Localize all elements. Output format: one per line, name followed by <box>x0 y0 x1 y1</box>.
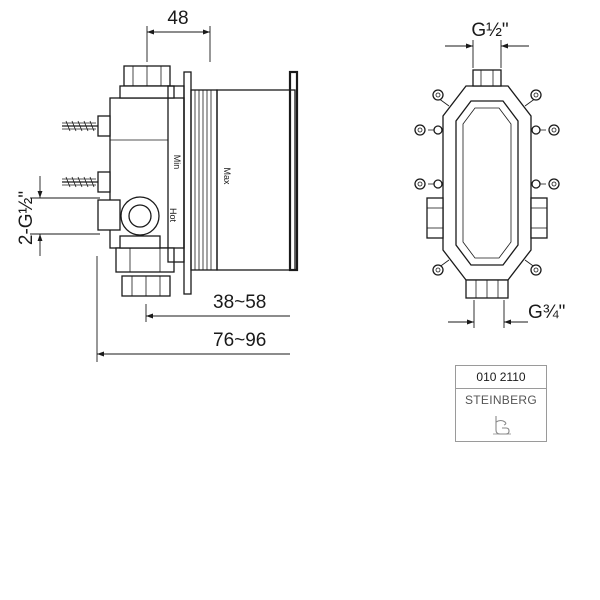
dim-depth-short: 38~58 <box>145 292 290 322</box>
lower-bracket <box>97 171 111 193</box>
inlet-fitting-inner <box>128 204 152 228</box>
dim-outlet-top-value: G½" <box>471 20 508 41</box>
upper-screw <box>62 120 98 132</box>
dim-outlet-bottom-value: G¾" <box>528 302 565 323</box>
top-collar <box>119 85 175 99</box>
wall-plate <box>183 71 192 295</box>
front-view: G½" G¾" <box>414 20 565 328</box>
mounting-tabs <box>428 97 546 269</box>
inlet-fitting-outer <box>120 196 160 236</box>
side-view: Min Max Hot 48 2-G½" 38~58 76~96 <box>16 8 299 362</box>
sleeve-threads <box>194 90 212 270</box>
left-side-fitting <box>426 197 444 239</box>
dim-depth-long: 76~96 <box>96 256 290 362</box>
label-min: Min <box>172 155 182 170</box>
right-side-fitting <box>530 197 548 239</box>
dim-inlets: 2-G½" <box>16 176 100 256</box>
cover-cap <box>216 89 296 271</box>
mounting-frame-inner <box>455 100 519 266</box>
inlet-connector <box>97 199 121 231</box>
top-outlet-fitting <box>472 69 502 87</box>
dim-depth-long-value: 76~96 <box>213 330 266 351</box>
cover-face <box>288 70 299 272</box>
dim-depth-short-value: 38~58 <box>213 292 266 313</box>
upper-bracket <box>97 115 111 137</box>
dim-outlet-top: G½" <box>445 20 529 68</box>
steinberg-logo-icon <box>493 416 511 435</box>
mounting-holes <box>414 89 560 276</box>
dim-inlets-value: 2-G½" <box>16 191 37 245</box>
product-code: 010 2110 <box>456 366 546 389</box>
bottom-collar <box>115 247 175 273</box>
label-max: Max <box>222 167 232 185</box>
label-hot: Hot <box>168 208 178 223</box>
lower-screw <box>62 176 98 188</box>
brand-name: STEINBERG <box>464 393 538 407</box>
dim-top-48: 48 <box>146 8 211 62</box>
dim-top-value: 48 <box>167 8 188 29</box>
dim-outlet-bottom: G¾" <box>448 300 565 328</box>
brand-card: 010 2110 STEINBERG <box>455 365 547 442</box>
